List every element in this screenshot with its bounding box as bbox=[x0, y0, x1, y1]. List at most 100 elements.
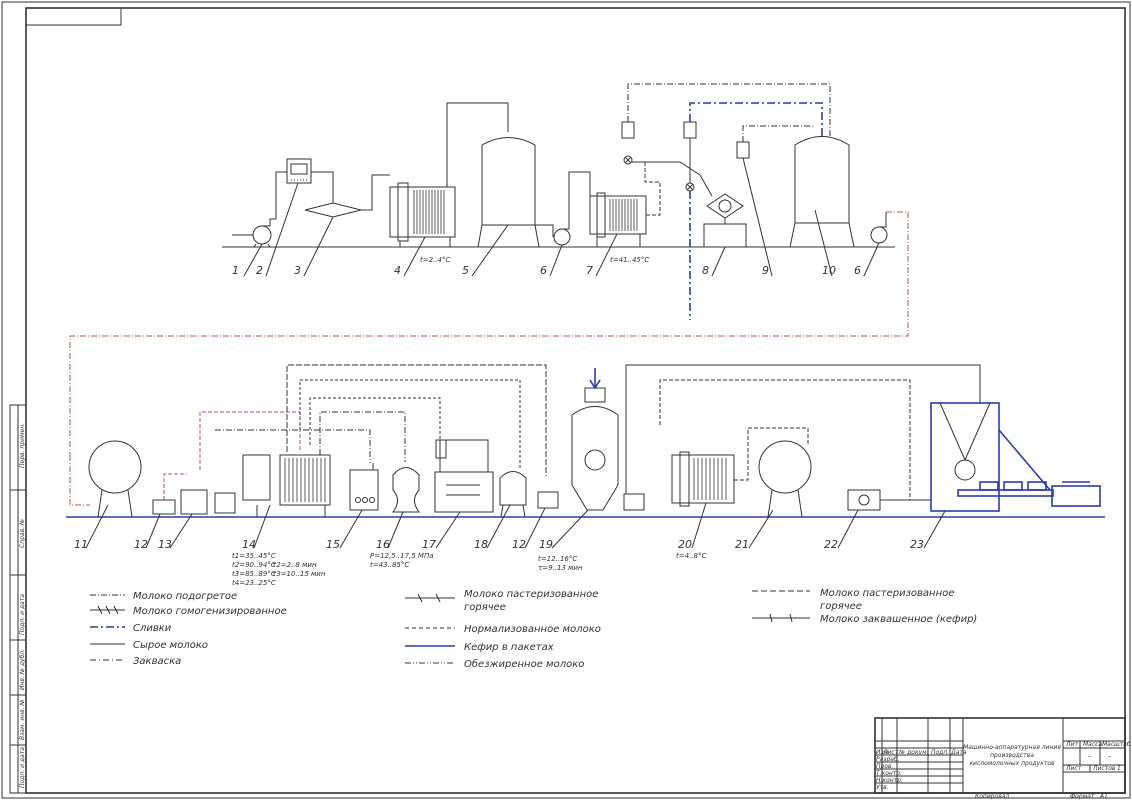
note-14-t4: t4=23..25°C bbox=[232, 579, 276, 587]
legend-cream: Сливки bbox=[133, 623, 172, 634]
tb-izm: Изм bbox=[876, 749, 889, 756]
label-7: 7 bbox=[586, 264, 593, 277]
note-19-tau: τ=9..13 мин bbox=[538, 564, 583, 572]
legend-fermented-kefir: Молоко заквашенное (кефир) bbox=[820, 614, 977, 625]
label-20: 20 bbox=[678, 538, 692, 551]
legend-starter: Закваска bbox=[133, 656, 181, 667]
legend-normalized-milk: Нормализованное молоко bbox=[464, 624, 601, 635]
top-stamp-box bbox=[25, 7, 122, 26]
stamp-inv-dubl: Инв. № дубл. bbox=[19, 649, 26, 690]
equipment-labels: 1 2 3 4 5 6 7 8 9 10 6 11 12 13 14 15 16… bbox=[74, 157, 946, 551]
tank-18 bbox=[499, 471, 527, 518]
process-notes: t=2..4°C t=41..45°C t1=35..45°C t2=90..9… bbox=[232, 256, 706, 587]
tank-11 bbox=[88, 440, 142, 518]
legend-pasteurized-hot-1b: горячее bbox=[464, 602, 506, 613]
homogenizer-16 bbox=[392, 467, 420, 513]
pump-6-b bbox=[870, 212, 888, 244]
legend-kefir-packs: Кефир в пакетах bbox=[464, 642, 554, 653]
format-label: Формат bbox=[1070, 793, 1095, 800]
plate-heater-7 bbox=[589, 192, 647, 247]
note-14-t2: t2=90..94°C bbox=[232, 561, 276, 569]
label-21: 21 bbox=[735, 538, 749, 551]
legend-pasteurized-hot-2: Молоко пастеризованное bbox=[820, 588, 954, 599]
note-14-tau2: τ2=2..8 мин bbox=[272, 561, 317, 569]
tb-tkontr: Т.контр. bbox=[876, 770, 902, 777]
note-16-t: t=43..85°C bbox=[370, 561, 409, 569]
vat-17 bbox=[434, 439, 494, 513]
pump-19-outlet bbox=[623, 493, 645, 511]
note-16-p: P=12,5..17,5 МПа bbox=[370, 552, 434, 560]
label-12b: 12 bbox=[512, 538, 526, 551]
note-19-t: t=12..16°C bbox=[538, 555, 577, 563]
label-23: 23 bbox=[910, 538, 924, 551]
label-13: 13 bbox=[158, 538, 172, 551]
label-19: 19 bbox=[539, 538, 553, 551]
legend-raw-milk: Сырое молоко bbox=[133, 640, 208, 651]
storage-tank-5 bbox=[477, 137, 540, 248]
balance-tank-13 bbox=[180, 489, 208, 515]
tb-date: Дата bbox=[950, 749, 967, 756]
separator-8 bbox=[703, 193, 747, 248]
tb-podp: Подп. bbox=[931, 749, 949, 756]
filling-machine-23 bbox=[930, 402, 1101, 512]
label-22: 22 bbox=[824, 538, 838, 551]
storage-tank-10 bbox=[789, 136, 855, 248]
drawing-frame bbox=[25, 7, 1126, 794]
label-9: 9 bbox=[762, 264, 769, 277]
tb-razrab: Разраб. bbox=[876, 756, 900, 763]
tb-mass-dash: – bbox=[1088, 753, 1091, 760]
label-8: 8 bbox=[702, 264, 709, 277]
legend-homogenized-milk: Молоко гомогенизированное bbox=[133, 606, 287, 617]
label-11: 11 bbox=[74, 538, 88, 551]
tb-doc: № докум. bbox=[898, 749, 929, 756]
note-20: t=4..8°C bbox=[676, 552, 706, 560]
flowmeter-2 bbox=[286, 158, 312, 184]
lower-pipelines bbox=[69, 364, 981, 506]
tank-21 bbox=[758, 440, 812, 518]
pump-12-b bbox=[537, 491, 559, 509]
label-1: 1 bbox=[232, 264, 239, 277]
tb-utv: Утв. bbox=[876, 784, 889, 791]
cooler-20 bbox=[671, 451, 735, 507]
tb-sheet: Лист bbox=[1065, 765, 1082, 772]
tb-massa: Масса bbox=[1083, 741, 1102, 748]
label-18: 18 bbox=[474, 538, 488, 551]
control-units-9 bbox=[621, 121, 750, 192]
stamp-perv-primen: Перв. примен. bbox=[19, 423, 26, 468]
tb-sheets: Листов bbox=[1092, 765, 1116, 772]
tb-prov: Пров. bbox=[876, 763, 894, 770]
tb-sheets-count: 1 bbox=[1117, 765, 1121, 772]
label-6a: 6 bbox=[540, 264, 547, 277]
copied-label: Копировал bbox=[975, 793, 1009, 800]
note-7: t=41..45°C bbox=[610, 256, 649, 264]
tb-masshtab: Масштаб bbox=[1102, 741, 1131, 748]
note-14-tau3: τ3=10..15 мин bbox=[272, 570, 326, 578]
label-14: 14 bbox=[242, 538, 256, 551]
separator-3 bbox=[304, 190, 362, 218]
note-14-t1: t1=35..45°C bbox=[232, 552, 276, 560]
label-2: 2 bbox=[256, 264, 263, 277]
tb-title-3: кисломолочных продуктов bbox=[969, 760, 1055, 767]
label-15: 15 bbox=[326, 538, 340, 551]
plate-cooler-4 bbox=[389, 182, 456, 247]
legend: Молоко подогретое Молоко гомогенизирован… bbox=[90, 588, 977, 670]
label-16: 16 bbox=[376, 538, 390, 551]
tb-title-2: производства bbox=[990, 752, 1034, 759]
label-12a: 12 bbox=[134, 538, 148, 551]
legend-skim-milk: Обезжиренное молоко bbox=[464, 658, 584, 670]
label-3: 3 bbox=[294, 264, 301, 277]
holder-15 bbox=[349, 463, 379, 511]
legend-heated-milk: Молоко подогретое bbox=[133, 591, 237, 602]
tb-title-1: Машинно-аппаратурная линия bbox=[963, 744, 1061, 751]
pump-6-a bbox=[553, 220, 571, 246]
stamp-vzam: Взам. инв. № bbox=[19, 699, 26, 740]
fermentation-tank-19 bbox=[571, 368, 619, 511]
label-4: 4 bbox=[394, 264, 401, 277]
label-5: 5 bbox=[462, 264, 469, 277]
tb-nkontr: Н.контр. bbox=[876, 777, 903, 784]
pump-1 bbox=[252, 218, 276, 248]
stamp-podp-2: Подп. и дата bbox=[19, 747, 26, 788]
upper-pipelines bbox=[69, 83, 909, 455]
tb-lit: Лит bbox=[1065, 741, 1078, 748]
